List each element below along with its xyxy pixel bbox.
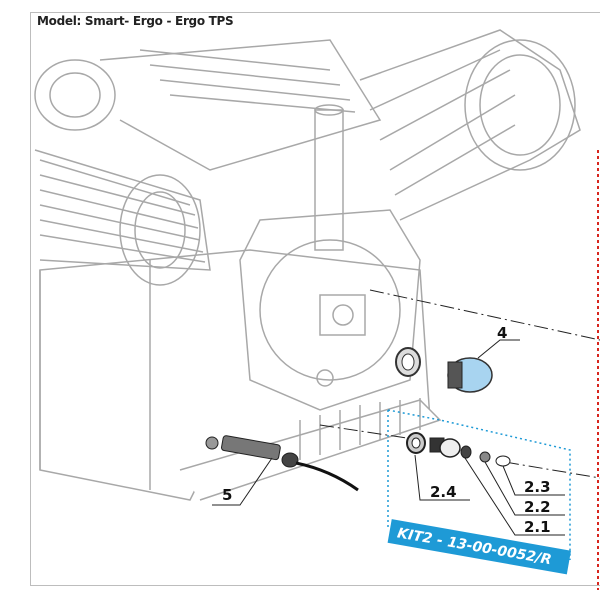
callout-2-2: 2.2 — [524, 498, 551, 516]
model-title: Model: Smart- Ergo - Ergo TPS — [37, 14, 234, 28]
part-5-sensor — [205, 435, 359, 492]
kit-dotted-outline — [387, 409, 571, 560]
kit-leader-lines — [414, 454, 565, 536]
callout-2-4: 2.4 — [430, 483, 457, 501]
assembly-axis-lines — [319, 289, 600, 479]
kit-parts — [406, 432, 511, 467]
diagram-frame — [30, 12, 600, 586]
compressor-drawing — [34, 29, 581, 501]
callout-5: 5 — [222, 486, 232, 504]
callout-4: 4 — [497, 324, 507, 342]
callout-2-3: 2.3 — [524, 478, 551, 496]
part-4-oil-plug — [395, 347, 493, 393]
callout-2-1: 2.1 — [524, 518, 551, 536]
